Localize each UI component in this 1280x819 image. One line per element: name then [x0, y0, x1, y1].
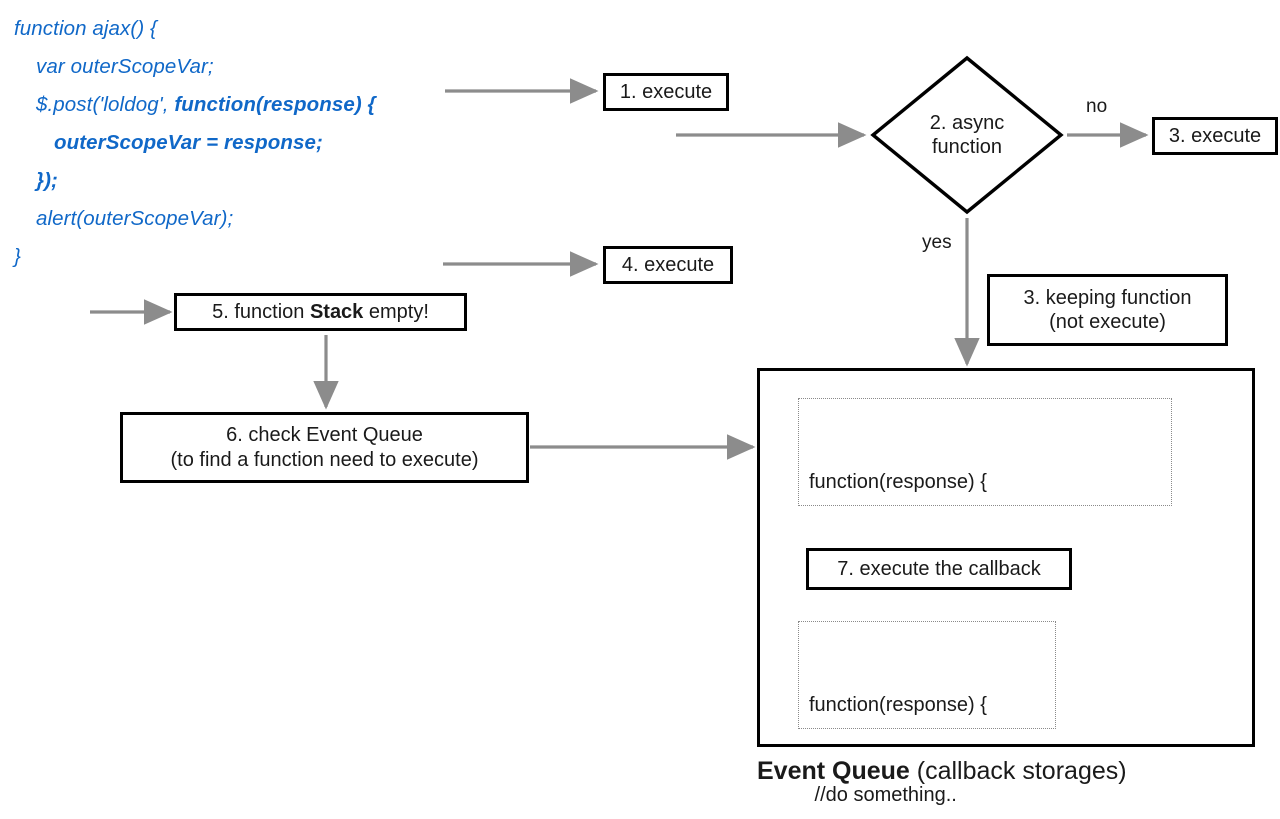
- queued-callback-card-2[interactable]: function(response) { //do something.. }: [798, 621, 1056, 806]
- node-stack-empty-suffix: empty!: [363, 300, 429, 323]
- node-stack-empty-strong: Stack: [309, 300, 364, 323]
- code-line-3-prefix: $.post('loldog',: [36, 93, 175, 116]
- node-stack-empty-text: 5. function Stack empty!: [212, 300, 429, 324]
- event-queue-caption-strong: Event Queue: [757, 757, 910, 785]
- node-keeping-function-line1: 3. keeping function: [1023, 286, 1192, 309]
- node-stack-empty[interactable]: 5. function Stack empty!: [174, 293, 467, 331]
- node-execute-3[interactable]: 3. execute: [1152, 117, 1278, 155]
- code-line-7: }: [14, 245, 21, 268]
- node-keeping-function[interactable]: 3. keeping function (not execute): [987, 274, 1228, 346]
- node-execute-4-label: 4. execute: [621, 253, 715, 276]
- event-queue-panel: function(response) { outerScopeVar = res…: [757, 368, 1255, 806]
- node-check-event-queue-line1: 6. check Event Queue: [226, 424, 423, 447]
- node-execute-3-label: 3. execute: [1168, 124, 1262, 147]
- node-keeping-function-line2: (not execute): [1049, 311, 1166, 333]
- code-line-3: $.post('loldog', function(response) {: [14, 86, 484, 124]
- event-queue-caption-rest: (callback storages): [909, 757, 1127, 785]
- node-async-decision[interactable]: 2. async function: [870, 55, 1064, 215]
- edge-label-yes: yes: [922, 232, 952, 253]
- diamond-shape: [870, 55, 1064, 215]
- node-execute-the-callback[interactable]: 7. execute the callback: [806, 548, 1072, 590]
- node-check-event-queue[interactable]: 6. check Event Queue (to find a function…: [120, 412, 529, 483]
- node-execute-the-callback-label: 7. execute the callback: [837, 557, 1041, 580]
- node-execute-1-label: 1. execute: [619, 80, 713, 103]
- queued-callback-2-line-1: function(response) {: [809, 694, 987, 716]
- code-line-2: var outerScopeVar;: [36, 55, 214, 78]
- code-line-6: alert(outerScopeVar);: [36, 207, 234, 230]
- queued-callback-1-line-1: function(response) {: [809, 471, 987, 493]
- edge-label-no: no: [1086, 96, 1108, 117]
- node-stack-empty-prefix: 5. function: [212, 300, 310, 323]
- source-code-block: function ajax() { var outerScopeVar; $.p…: [14, 10, 484, 276]
- node-execute-1[interactable]: 1. execute: [603, 73, 729, 111]
- node-execute-4[interactable]: 4. execute: [603, 246, 733, 284]
- code-line-5: });: [36, 169, 58, 192]
- node-check-event-queue-line2: (to find a function need to execute): [170, 448, 479, 471]
- code-line-3-callback: function(response) {: [174, 93, 376, 116]
- code-line-4: outerScopeVar = response;: [54, 131, 323, 154]
- queued-callback-card-1[interactable]: function(response) { outerScopeVar = res…: [798, 398, 1172, 673]
- event-queue-caption: Event Queue (callback storages): [757, 757, 1127, 786]
- queued-callback-2-line-2: //do something..: [809, 784, 957, 806]
- code-line-1: function ajax() {: [14, 17, 157, 40]
